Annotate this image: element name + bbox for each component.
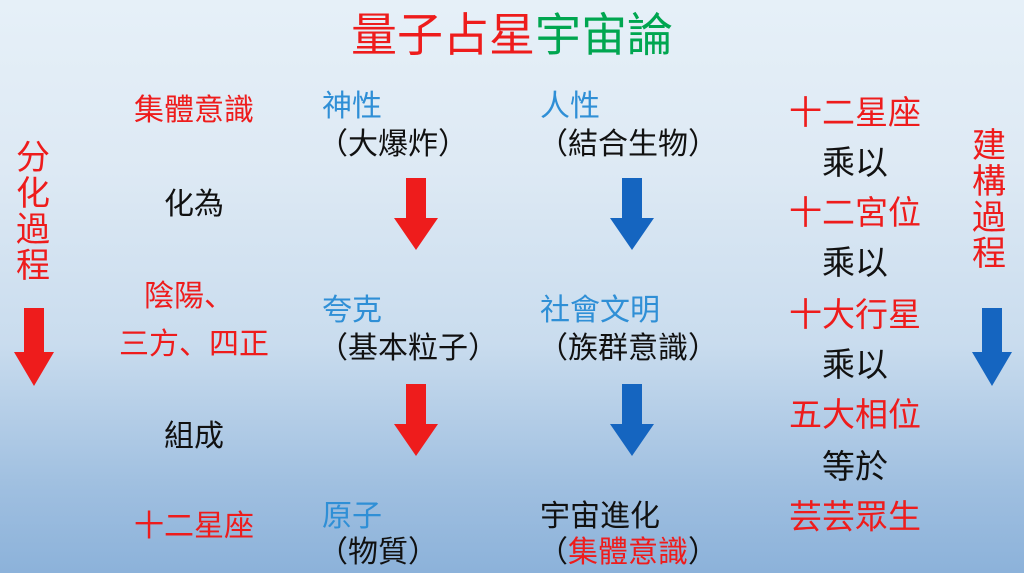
col1-sanfang: 三方、四正 bbox=[119, 327, 269, 362]
right-label-char: 過 bbox=[972, 198, 1006, 238]
col3-ethnic: （族群意識） bbox=[538, 331, 718, 366]
col3-humanity: 人性 bbox=[540, 89, 600, 124]
col3-evolution: 宇宙進化 bbox=[540, 499, 660, 534]
col4-times: 乘以 bbox=[822, 143, 888, 182]
col3-civilization: 社會文明 bbox=[540, 293, 660, 328]
left-label-char: 化 bbox=[16, 174, 50, 214]
left-label-char: 程 bbox=[16, 246, 50, 286]
col4-times: 乘以 bbox=[822, 345, 888, 384]
right-label-char: 程 bbox=[972, 234, 1006, 274]
paren-close: ） bbox=[688, 535, 718, 570]
col4-times: 乘以 bbox=[822, 243, 888, 282]
col4-houses: 十二宮位 bbox=[789, 193, 921, 232]
down-arrow-blue-icon bbox=[610, 178, 654, 250]
col1-compose: 組成 bbox=[164, 419, 224, 454]
right-label-char: 構 bbox=[972, 162, 1006, 202]
col1-yinyang: 陰陽、 bbox=[144, 279, 234, 314]
down-arrow-blue-icon bbox=[972, 308, 1012, 386]
col4-equals: 等於 bbox=[822, 447, 888, 486]
col2-divinity: 神性 bbox=[322, 89, 382, 124]
col4-beings: 芸芸眾生 bbox=[789, 497, 921, 536]
down-arrow-red-icon bbox=[394, 178, 438, 250]
left-vertical-label: 分 化 過 程 bbox=[16, 140, 50, 284]
left-label-char: 分 bbox=[16, 138, 50, 178]
col2-bigbang: （大爆炸） bbox=[318, 127, 468, 162]
down-arrow-red-icon bbox=[394, 384, 438, 456]
col2-atom: 原子 bbox=[322, 499, 382, 534]
col3-collective-line: （集體意識） bbox=[538, 538, 718, 568]
down-arrow-red-icon bbox=[14, 308, 54, 386]
col1-collective: 集體意識 bbox=[134, 93, 254, 128]
title-part-red: 量子占星 bbox=[351, 8, 535, 62]
col2-particles: （基本粒子） bbox=[318, 331, 498, 366]
col3-collective: 集體意識 bbox=[568, 535, 688, 570]
col4-aspects: 五大相位 bbox=[789, 395, 921, 434]
col2-matter: （物質） bbox=[318, 535, 438, 570]
col1-zodiac: 十二星座 bbox=[134, 509, 254, 544]
page-title: 量子占星宇宙論 bbox=[351, 12, 673, 58]
col3-organism: （結合生物） bbox=[538, 127, 718, 162]
col2-quark: 夸克 bbox=[322, 293, 382, 328]
down-arrow-blue-icon bbox=[610, 384, 654, 456]
right-vertical-label: 建 構 過 程 bbox=[972, 128, 1006, 272]
paren-open: （ bbox=[538, 535, 568, 570]
col1-become: 化為 bbox=[164, 187, 224, 222]
col4-planets: 十大行星 bbox=[789, 295, 921, 334]
right-label-char: 建 bbox=[972, 126, 1006, 166]
title-part-green: 宇宙論 bbox=[535, 8, 673, 62]
left-label-char: 過 bbox=[16, 210, 50, 250]
col4-zodiac: 十二星座 bbox=[789, 93, 921, 132]
